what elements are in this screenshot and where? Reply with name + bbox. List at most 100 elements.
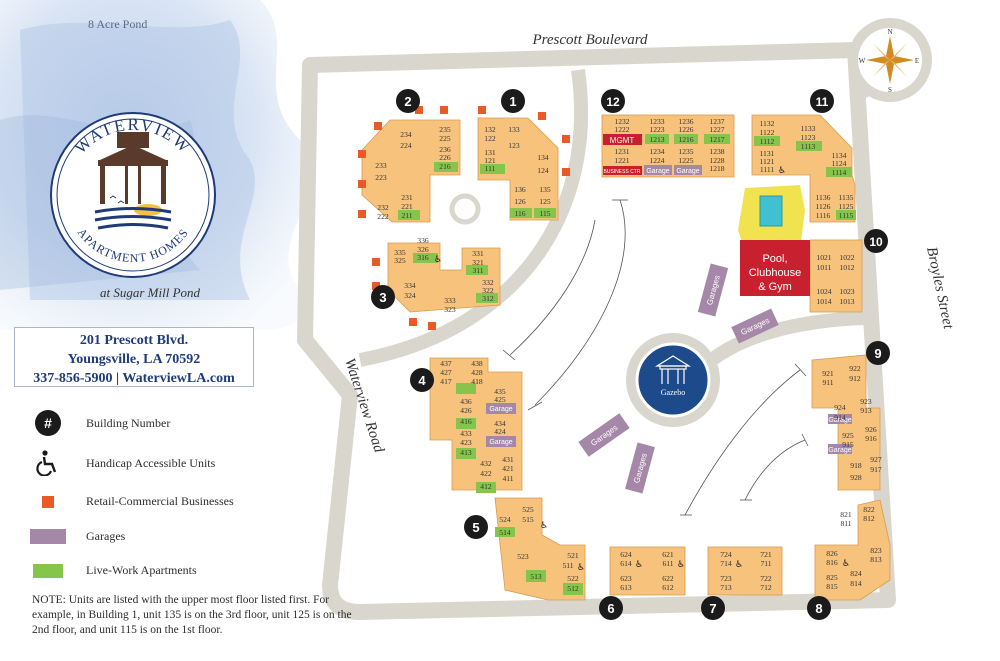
svg-text:232: 232 bbox=[377, 203, 389, 212]
pool-label-2: Clubhouse bbox=[749, 267, 802, 279]
svg-text:811: 811 bbox=[840, 519, 851, 528]
svg-text:136: 136 bbox=[514, 185, 526, 194]
svg-text:134: 134 bbox=[537, 153, 549, 162]
svg-text:1136: 1136 bbox=[816, 193, 831, 202]
svg-text:624: 624 bbox=[620, 550, 632, 559]
standalone-garages[interactable]: Garages Garages Garages Garages bbox=[578, 263, 779, 494]
svg-text:621: 621 bbox=[662, 550, 674, 559]
svg-text:1122: 1122 bbox=[760, 128, 775, 137]
svg-text:1131: 1131 bbox=[760, 149, 775, 158]
svg-text:524: 524 bbox=[499, 515, 511, 524]
svg-text:1223: 1223 bbox=[649, 125, 664, 134]
svg-text:1114: 1114 bbox=[832, 168, 847, 177]
svg-text:♿: ♿ bbox=[540, 521, 548, 531]
svg-text:115: 115 bbox=[539, 209, 550, 218]
svg-text:E: E bbox=[915, 57, 919, 65]
svg-text:1116: 1116 bbox=[816, 211, 831, 220]
svg-text:712: 712 bbox=[760, 583, 772, 592]
live-work-units bbox=[398, 134, 856, 595]
svg-text:1235: 1235 bbox=[678, 147, 693, 156]
svg-text:436: 436 bbox=[460, 397, 472, 406]
svg-text:312: 312 bbox=[482, 294, 494, 303]
svg-text:926: 926 bbox=[865, 425, 877, 434]
svg-text:W: W bbox=[859, 57, 866, 65]
garage-label: Garage bbox=[646, 168, 669, 175]
svg-text:222: 222 bbox=[377, 212, 389, 221]
svg-text:623: 623 bbox=[620, 574, 632, 583]
svg-text:434: 434 bbox=[494, 419, 506, 428]
svg-text:431: 431 bbox=[502, 455, 514, 464]
svg-text:♿: ♿ bbox=[735, 560, 743, 570]
pond-label: 8 Acre Pond bbox=[88, 17, 147, 31]
road-label-broyles: Broyles Street bbox=[923, 246, 956, 332]
svg-text:913: 913 bbox=[860, 406, 872, 415]
legend-retail: Retail-Commercial Businesses bbox=[30, 494, 234, 509]
svg-text:622: 622 bbox=[662, 574, 674, 583]
svg-text:514: 514 bbox=[499, 528, 511, 537]
svg-text:111: 111 bbox=[485, 164, 496, 173]
svg-text:12: 12 bbox=[606, 95, 620, 109]
svg-text:116: 116 bbox=[514, 209, 525, 218]
management-office[interactable] bbox=[603, 134, 642, 145]
svg-text:416: 416 bbox=[460, 417, 472, 426]
address-city: Youngsville, LA 70592 bbox=[67, 352, 201, 367]
svg-text:928: 928 bbox=[850, 473, 862, 482]
svg-text:1011: 1011 bbox=[817, 263, 832, 272]
pool-label-3: & Gym bbox=[758, 281, 792, 293]
svg-text:131: 131 bbox=[484, 148, 496, 157]
svg-text:123: 123 bbox=[508, 141, 520, 150]
svg-text:825: 825 bbox=[826, 573, 838, 582]
retail-businesses[interactable] bbox=[358, 106, 570, 330]
building-garages[interactable] bbox=[486, 165, 852, 454]
svg-text:1014: 1014 bbox=[816, 297, 831, 306]
svg-text:923: 923 bbox=[860, 397, 872, 406]
svg-text:324: 324 bbox=[404, 291, 416, 300]
retail-square-icon bbox=[42, 495, 54, 508]
garage-label: Garage bbox=[828, 447, 851, 454]
svg-text:915: 915 bbox=[842, 440, 854, 449]
svg-text:521: 521 bbox=[567, 551, 579, 560]
svg-text:9: 9 bbox=[874, 346, 881, 361]
handicap-icon: ♿ ♿ ♿ ♿ ♿ ♿ ♿ ♿ bbox=[434, 166, 850, 573]
garage-label: Garage bbox=[489, 406, 512, 413]
svg-text:525: 525 bbox=[522, 505, 534, 514]
svg-text:711: 711 bbox=[760, 559, 771, 568]
svg-text:417: 417 bbox=[440, 377, 452, 386]
live-work-swatch-icon bbox=[33, 563, 63, 578]
svg-text:1132: 1132 bbox=[760, 119, 775, 128]
svg-text:1133: 1133 bbox=[801, 124, 816, 133]
pool-label-1: Pool, bbox=[762, 253, 787, 265]
svg-text:1012: 1012 bbox=[839, 263, 854, 272]
svg-text:1111: 1111 bbox=[760, 165, 775, 174]
garage-label: Garage bbox=[489, 439, 512, 446]
svg-text:1234: 1234 bbox=[649, 147, 664, 156]
svg-text:♿: ♿ bbox=[577, 563, 585, 573]
svg-text:3: 3 bbox=[379, 290, 386, 305]
address-contact[interactable]: 337-856-5900 | WaterviewLA.com bbox=[33, 371, 235, 386]
svg-text:611: 611 bbox=[662, 559, 673, 568]
svg-text:814: 814 bbox=[850, 579, 862, 588]
svg-text:1126: 1126 bbox=[816, 202, 831, 211]
svg-text:124: 124 bbox=[537, 166, 549, 175]
svg-text:231: 231 bbox=[401, 193, 413, 202]
svg-text:♿: ♿ bbox=[434, 255, 442, 265]
svg-text:132: 132 bbox=[484, 125, 496, 134]
building-number-badges[interactable]: 1 2 3 4 5 6 7 8 9 10 11 12 bbox=[371, 89, 890, 620]
svg-text:427: 427 bbox=[440, 368, 452, 377]
svg-text:918: 918 bbox=[850, 461, 862, 470]
pool-area[interactable] bbox=[738, 185, 810, 296]
svg-text:334: 334 bbox=[404, 281, 416, 290]
business-center[interactable] bbox=[603, 166, 642, 175]
svg-text:1225: 1225 bbox=[678, 156, 693, 165]
legend-garages: Garages bbox=[30, 529, 125, 544]
svg-text:1227: 1227 bbox=[709, 125, 724, 134]
svg-text:432: 432 bbox=[480, 459, 492, 468]
gazebo[interactable] bbox=[635, 342, 711, 418]
svg-text:437: 437 bbox=[440, 359, 452, 368]
svg-text:613: 613 bbox=[620, 583, 632, 592]
svg-text:1236: 1236 bbox=[678, 117, 693, 126]
svg-text:233: 233 bbox=[375, 161, 387, 170]
svg-text:223: 223 bbox=[375, 173, 387, 182]
pavilion-icon bbox=[94, 132, 172, 230]
